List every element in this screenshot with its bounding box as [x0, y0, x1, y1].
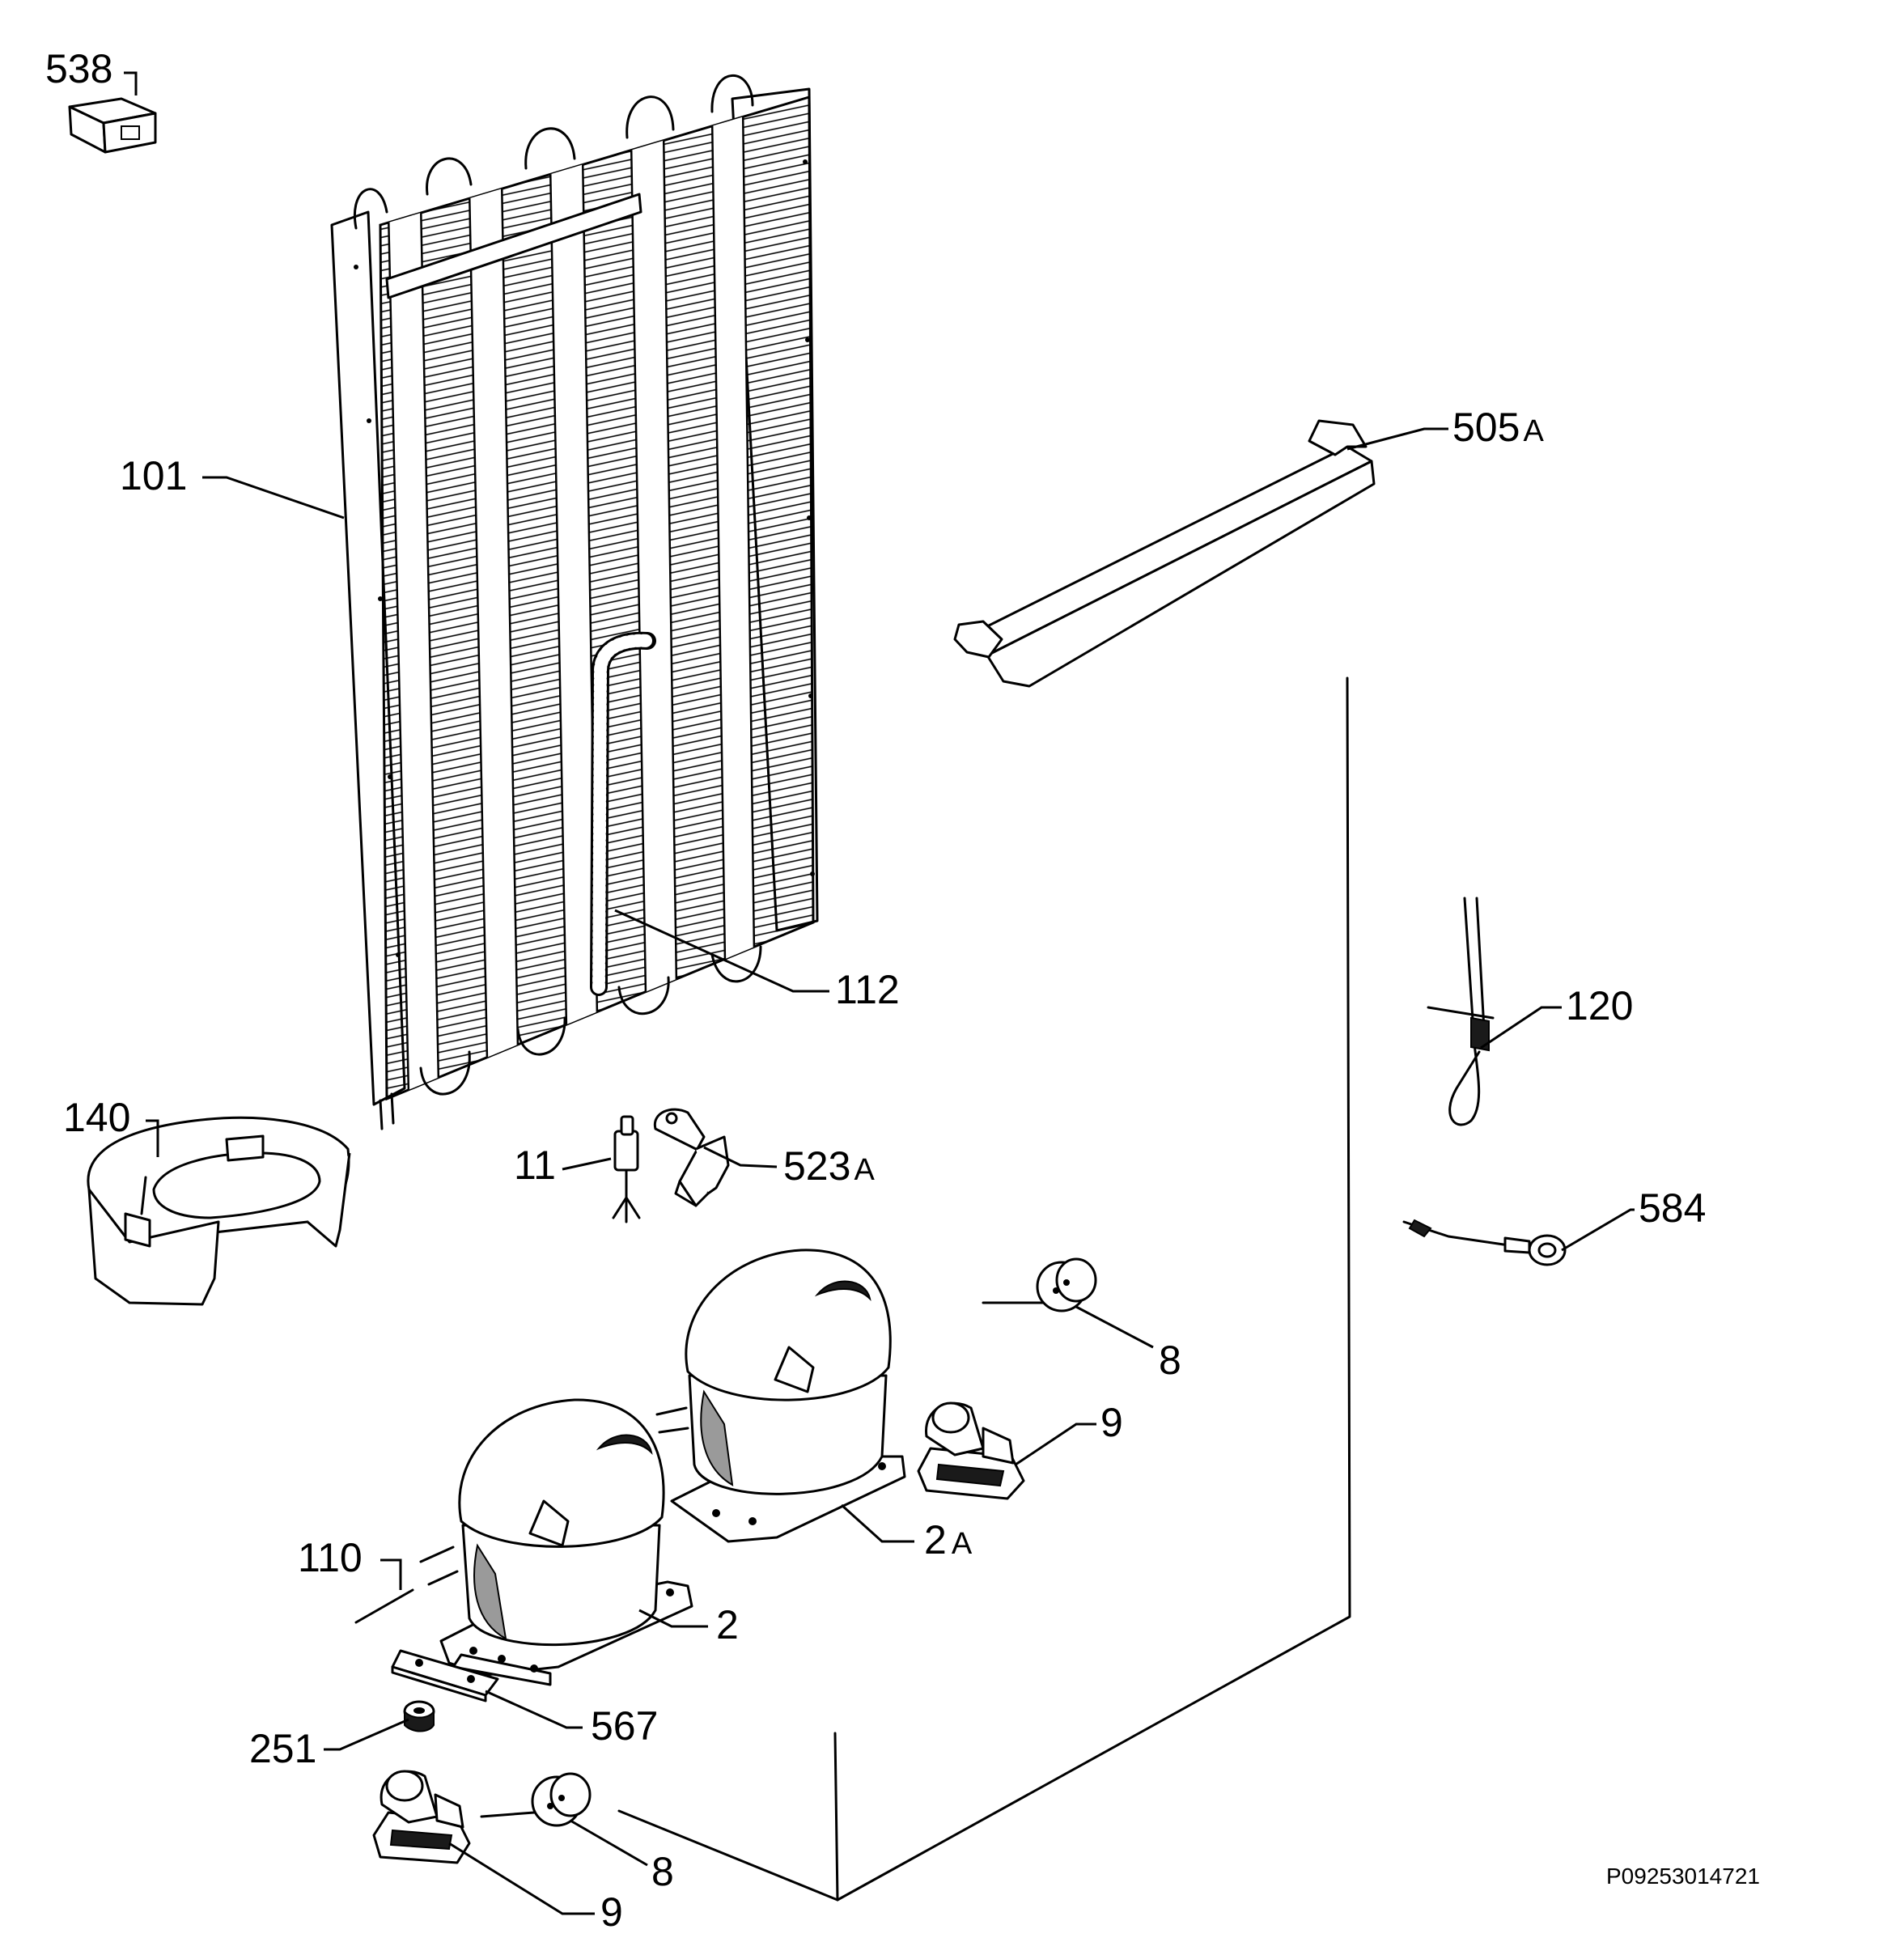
thermal-protector-8-upper [982, 1257, 1097, 1312]
label-567: 567 [591, 1703, 658, 1749]
relay-clip-9-lower [372, 1770, 471, 1864]
nut-251 [403, 1700, 435, 1732]
cabinet-outline [617, 676, 1351, 1902]
compressor-2 [439, 1398, 693, 1686]
label-9-upper: 9 [1100, 1400, 1123, 1445]
label-11: 11 [514, 1143, 556, 1188]
label-140: 140 [63, 1095, 130, 1140]
valve-11 [612, 1115, 641, 1223]
condenser-101 [330, 74, 819, 1130]
label-101: 101 [120, 453, 187, 498]
label-9-lower: 9 [600, 1889, 623, 1935]
drier-tube-112 [590, 631, 656, 996]
wire-clip-120 [1427, 897, 1495, 1126]
bar-505a [953, 419, 1376, 688]
label-251: 251 [249, 1726, 316, 1771]
document-code: P09253014721 [1606, 1864, 1760, 1889]
label-538: 538 [45, 46, 112, 91]
plate-567 [391, 1649, 499, 1702]
label-8-lower: 8 [651, 1849, 674, 1894]
leader-lines [124, 71, 1635, 1915]
label-2: 2 [716, 1602, 739, 1647]
evaporator-tray-140 [87, 1116, 351, 1306]
compressor-2a [655, 1249, 906, 1543]
relay-clip-9-upper [917, 1401, 1025, 1500]
label-120: 120 [1566, 983, 1633, 1028]
label-112: 112 [835, 967, 900, 1012]
label-110: 110 [298, 1535, 363, 1580]
bracket-523a [653, 1108, 730, 1207]
connector-block-538 [68, 97, 157, 154]
thermal-protector-8-lower [480, 1772, 592, 1827]
label-584: 584 [1639, 1185, 1706, 1231]
sensor-584 [1402, 1219, 1567, 1266]
pins-110 [354, 1546, 459, 1624]
label-8-upper: 8 [1159, 1338, 1181, 1383]
